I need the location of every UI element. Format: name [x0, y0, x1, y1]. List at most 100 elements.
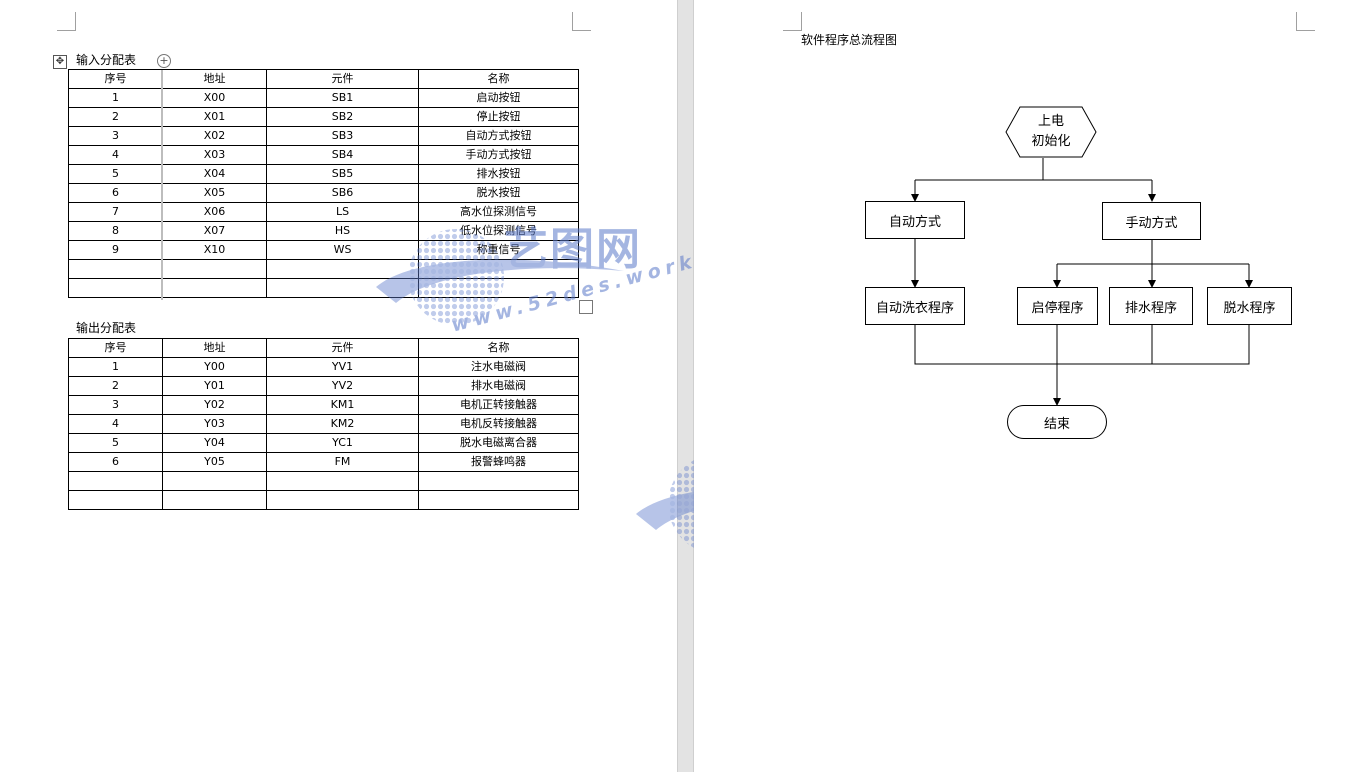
table-cell[interactable]: 排水按钮	[418, 164, 579, 184]
table-cell[interactable]: 称重信号	[418, 240, 579, 260]
table-resize-handle[interactable]	[579, 300, 593, 314]
table-cell[interactable]: Y04	[162, 433, 267, 453]
table-cell[interactable]: LS	[266, 202, 419, 222]
table-cell[interactable]: Y02	[162, 395, 267, 415]
table-cell[interactable]: Y01	[162, 376, 267, 396]
table-cell[interactable]: 电机反转接触器	[418, 414, 579, 434]
auto-mode-node[interactable]: 自动方式	[865, 201, 965, 239]
table-cell[interactable]: 1	[68, 357, 163, 377]
table-cell[interactable]	[68, 490, 163, 510]
spin-node[interactable]: 脱水程序	[1207, 287, 1292, 325]
table-cell[interactable]: 2	[68, 376, 163, 396]
table-cell[interactable]: X05	[162, 183, 267, 203]
table-cell[interactable]: SB2	[266, 107, 419, 127]
table-cell[interactable]: FM	[266, 452, 419, 472]
table-cell[interactable]: 报警蜂鸣器	[418, 452, 579, 472]
start-stop-node[interactable]: 启停程序	[1017, 287, 1098, 325]
table-cell[interactable]: 7	[68, 202, 163, 222]
drain-node[interactable]: 排水程序	[1109, 287, 1193, 325]
table-cell[interactable]: HS	[266, 221, 419, 241]
table-cell[interactable]: WS	[266, 240, 419, 260]
table-cell[interactable]: 1	[68, 88, 163, 108]
table-cell[interactable]: 8	[68, 221, 163, 241]
table-cell[interactable]	[162, 278, 267, 298]
table-cell[interactable]: 3	[68, 395, 163, 415]
table-move-handle-icon[interactable]: ✥	[53, 55, 67, 69]
table-cell[interactable]: 6	[68, 452, 163, 472]
table-cell[interactable]: SB4	[266, 145, 419, 165]
table-cell[interactable]	[418, 471, 579, 491]
table-cell[interactable]	[418, 259, 579, 279]
table-cell[interactable]: 自动方式按钮	[418, 126, 579, 146]
table-cell[interactable]: 3	[68, 126, 163, 146]
table-cell[interactable]: 脱水按钮	[418, 183, 579, 203]
table-cell[interactable]: 2	[68, 107, 163, 127]
table-cell[interactable]: 9	[68, 240, 163, 260]
table-cell[interactable]: X04	[162, 164, 267, 184]
table-cell[interactable]: X02	[162, 126, 267, 146]
table-cell[interactable]: 电机正转接触器	[418, 395, 579, 415]
table-cell[interactable]: X00	[162, 88, 267, 108]
table-cell[interactable]: Y00	[162, 357, 267, 377]
table-cell[interactable]: X01	[162, 107, 267, 127]
table-cell[interactable]: 停止按钮	[418, 107, 579, 127]
manual-mode-node[interactable]: 手动方式	[1102, 202, 1201, 240]
table-cell[interactable]: X10	[162, 240, 267, 260]
table-cell[interactable]: 4	[68, 414, 163, 434]
table-cell[interactable]	[266, 259, 419, 279]
column-header[interactable]: 元件	[266, 69, 419, 89]
table-cell[interactable]	[266, 490, 419, 510]
column-header[interactable]: 序号	[68, 69, 163, 89]
table-cell[interactable]: 启动按钮	[418, 88, 579, 108]
table-cell[interactable]: 注水电磁阀	[418, 357, 579, 377]
table-cell[interactable]: X03	[162, 145, 267, 165]
end-node[interactable]: 结束	[1007, 405, 1107, 439]
table-cell[interactable]	[68, 278, 163, 298]
table-cell[interactable]	[68, 471, 163, 491]
table-cell[interactable]	[266, 471, 419, 491]
table-cell[interactable]: 排水电磁阀	[418, 376, 579, 396]
add-column-icon[interactable]: +	[157, 54, 171, 68]
table-cell[interactable]: X06	[162, 202, 267, 222]
table-cell[interactable]: SB6	[266, 183, 419, 203]
table-cell[interactable]	[162, 490, 267, 510]
table-cell[interactable]: SB5	[266, 164, 419, 184]
table-cell[interactable]: 手动方式按钮	[418, 145, 579, 165]
table-cell[interactable]: YC1	[266, 433, 419, 453]
column-header[interactable]: 名称	[418, 338, 579, 358]
column-header[interactable]: 地址	[162, 338, 267, 358]
table-cell[interactable]: SB1	[266, 88, 419, 108]
table-cell[interactable]: 6	[68, 183, 163, 203]
table-cell[interactable]: KM1	[266, 395, 419, 415]
table-cell[interactable]: 5	[68, 164, 163, 184]
table-cell[interactable]	[162, 471, 267, 491]
table-cell[interactable]	[266, 278, 419, 298]
table-cell[interactable]: 5	[68, 433, 163, 453]
table-cell[interactable]: KM2	[266, 414, 419, 434]
column-header[interactable]: 名称	[418, 69, 579, 89]
table-cell[interactable]: SB3	[266, 126, 419, 146]
table-cell[interactable]	[418, 490, 579, 510]
table-cell[interactable]	[418, 278, 579, 298]
table-cell[interactable]: Y05	[162, 452, 267, 472]
column-header[interactable]: 元件	[266, 338, 419, 358]
auto-wash-node[interactable]: 自动洗衣程序	[865, 287, 965, 325]
table-cell[interactable]: YV2	[266, 376, 419, 396]
table-cell[interactable]	[162, 259, 267, 279]
table-cell[interactable]: 高水位探测信号	[418, 202, 579, 222]
table-cell[interactable]: X07	[162, 221, 267, 241]
table-cell[interactable]: 脱水电磁离合器	[418, 433, 579, 453]
start-node[interactable]: 上电 初始化	[1006, 107, 1096, 157]
table-cell[interactable]: Y03	[162, 414, 267, 434]
table-cell[interactable]: 4	[68, 145, 163, 165]
column-header[interactable]: 序号	[68, 338, 163, 358]
column-header[interactable]: 地址	[162, 69, 267, 89]
table-cell[interactable]	[68, 259, 163, 279]
table-cell[interactable]: YV1	[266, 357, 419, 377]
table-cell[interactable]: 低水位探测信号	[418, 221, 579, 241]
table-row	[68, 471, 579, 491]
